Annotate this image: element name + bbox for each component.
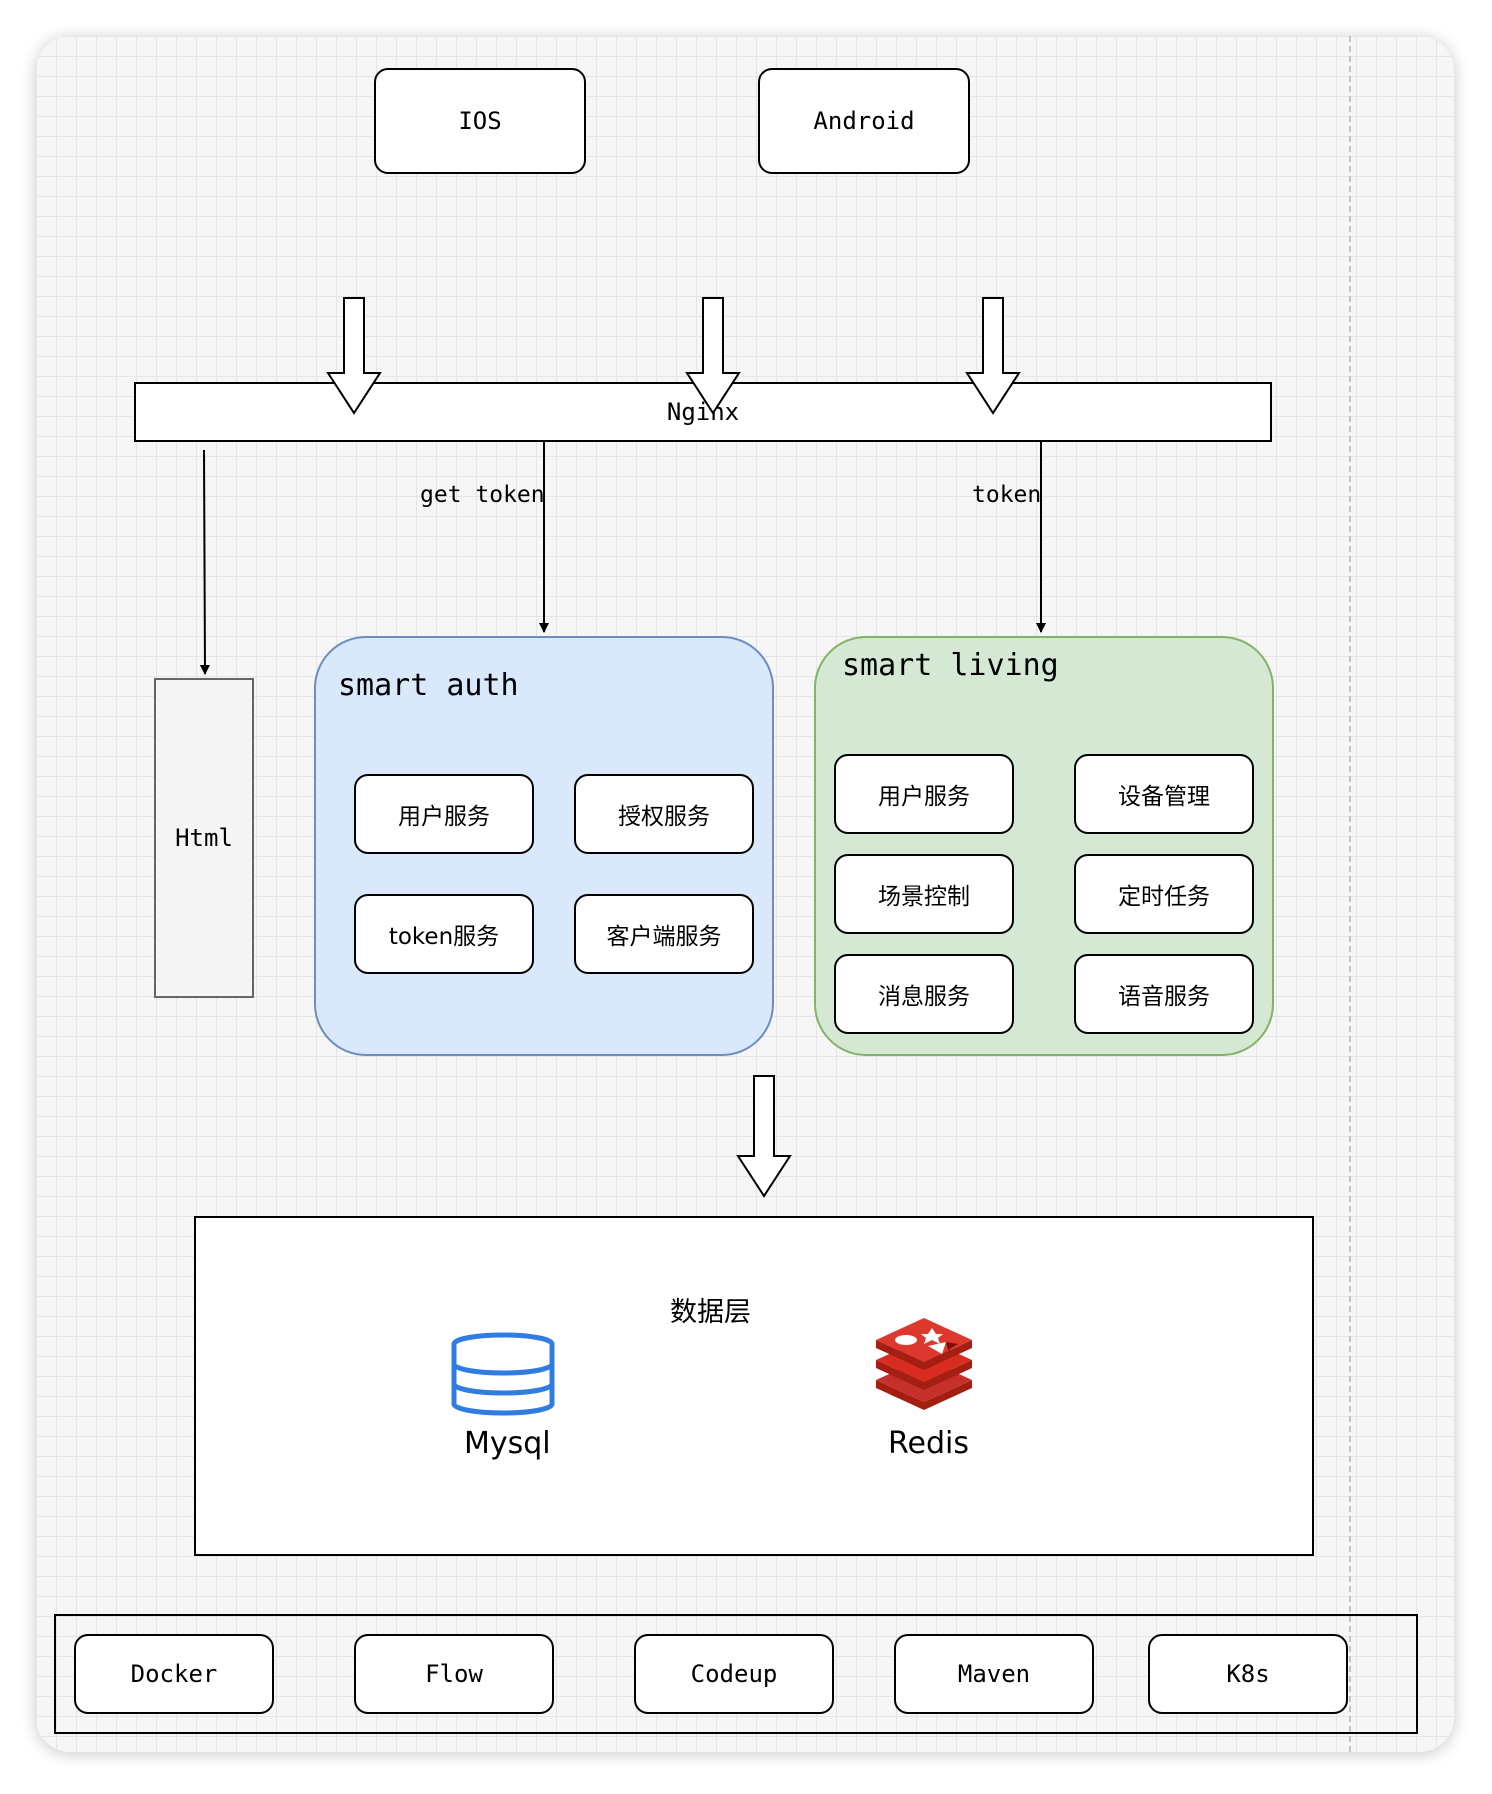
redis-logo-icon [876, 1318, 972, 1410]
android-client-box[interactable]: Android [758, 68, 970, 174]
data-layer-title: 数据层 [670, 1297, 751, 1328]
html-box[interactable]: Html [154, 678, 254, 998]
auth-user-service[interactable]: 用户服务 [354, 774, 534, 854]
living-message-service[interactable]: 消息服务 [834, 954, 1014, 1034]
living-scene-control[interactable]: 场景控制 [834, 854, 1014, 934]
block-arrow-right [965, 297, 1021, 415]
get-token-label: get token [420, 482, 545, 508]
block-arrow-center [685, 297, 741, 415]
tool-codeup[interactable]: Codeup [634, 1634, 834, 1714]
tool-k8s[interactable]: K8s [1148, 1634, 1348, 1714]
data-layer-box[interactable] [194, 1216, 1314, 1556]
living-device-management[interactable]: 设备管理 [1074, 754, 1254, 834]
ios-client-box[interactable]: IOS [374, 68, 586, 174]
living-scheduled-task[interactable]: 定时任务 [1074, 854, 1254, 934]
arrows-layer [199, 297, 1046, 1198]
database-icon [451, 1332, 555, 1416]
nginx-to-html-arrow [199, 449, 210, 675]
living-voice-service[interactable]: 语音服务 [1074, 954, 1254, 1034]
auth-client-service[interactable]: 客户端服务 [574, 894, 754, 974]
diagram-canvas: IOS Android Nginx get token token Html s… [36, 36, 1454, 1752]
block-arrow-left [326, 297, 382, 415]
living-user-service[interactable]: 用户服务 [834, 754, 1014, 834]
tool-maven[interactable]: Maven [894, 1634, 1094, 1714]
smart-auth-title: smart auth [338, 668, 519, 703]
redis-label: Redis [888, 1426, 969, 1461]
tool-docker[interactable]: Docker [74, 1634, 274, 1714]
smart-living-title: smart living [842, 648, 1059, 683]
mysql-label: Mysql [464, 1426, 551, 1461]
token-label: token [972, 482, 1042, 508]
tools-bar [54, 1614, 1418, 1734]
page-boundary-line [1349, 36, 1351, 1752]
tool-flow[interactable]: Flow [354, 1634, 554, 1714]
block-arrow-data-layer [736, 1075, 792, 1198]
auth-authorization-service[interactable]: 授权服务 [574, 774, 754, 854]
auth-token-service[interactable]: token服务 [354, 894, 534, 974]
